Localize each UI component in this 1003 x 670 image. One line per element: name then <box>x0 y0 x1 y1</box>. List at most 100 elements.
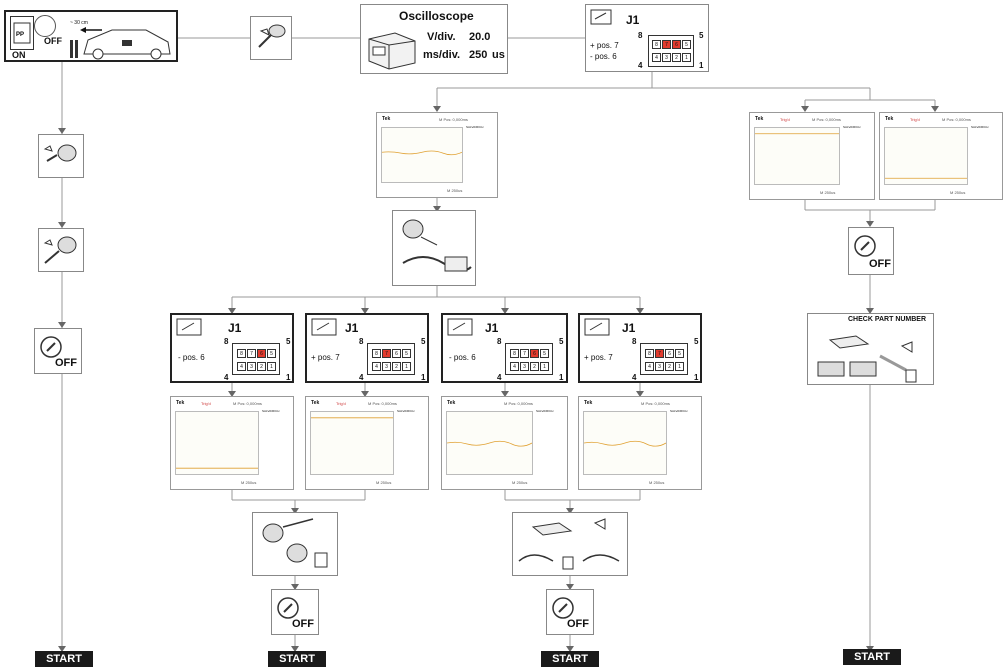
key-switch-icon: PP <box>10 16 34 50</box>
oscilloscope-settings-box: Oscilloscope V/div. 20.0 ms/div. 250 us <box>360 4 508 74</box>
off-label: OFF <box>292 618 314 630</box>
pin: 2 <box>530 362 539 371</box>
pin: 8 <box>237 349 246 358</box>
pin: 4 <box>510 362 519 371</box>
vdiv-value: 20.0 <box>469 31 491 43</box>
scope-menu: SALVA/RICH <box>397 409 415 413</box>
scope-grid <box>884 127 968 185</box>
scope-timebase: M 250us <box>376 480 392 485</box>
scope-grid <box>310 411 394 475</box>
connector-plug-icon <box>311 318 337 336</box>
scope-mpos: M Pos: 0,000ms <box>504 401 533 406</box>
svg-text:PP: PP <box>16 32 24 38</box>
scope-brand: Tek <box>176 400 185 406</box>
off-label: OFF <box>567 618 589 630</box>
pin: 4 <box>652 53 661 62</box>
probe-connector-icon <box>38 228 84 272</box>
corner-label-br: 1 <box>559 373 564 382</box>
scope-brand: Tek <box>584 400 593 406</box>
pin: 4 <box>237 362 246 371</box>
scope-mpos: M Pos: 0,000ms <box>942 117 971 122</box>
off-label: OFF <box>44 36 62 46</box>
ignition-off-box: OFF <box>271 589 319 635</box>
corner-label-bl: 4 <box>359 373 364 382</box>
pos-label: - pos. 6 <box>178 353 205 362</box>
pin: 6 <box>392 349 401 358</box>
pin-highlighted: 7 <box>662 40 671 49</box>
corner-label-tl: 8 <box>497 337 502 346</box>
scope-brand: Tek <box>885 116 894 122</box>
corner-label-tr: 5 <box>286 337 291 346</box>
scope-menu: SALVA/RICH <box>262 409 280 413</box>
start-label: START <box>541 651 599 667</box>
ignition-key-icon <box>40 336 62 358</box>
start-label: START <box>268 651 326 667</box>
scope-timebase: M 250us <box>447 188 463 193</box>
pin-highlighted: 6 <box>257 349 266 358</box>
pin: 1 <box>402 362 411 371</box>
pin: 1 <box>682 53 691 62</box>
scope-screen-high: Tek Trig'd M Pos: 0,000ms SALVA/RICH M 2… <box>305 396 429 490</box>
connector-plug-icon <box>176 318 202 336</box>
j1-panel-3: J1 - pos. 6 8 5 4 1 8 7 6 5 4 3 2 1 <box>441 313 568 383</box>
corner-label-tr: 5 <box>699 31 704 40</box>
scope-menu: SALVA/RICH <box>466 125 484 129</box>
corner-label-tl: 8 <box>359 337 364 346</box>
pin: 6 <box>665 349 674 358</box>
connector-face: 8 7 6 5 4 3 2 1 <box>367 343 415 375</box>
corner-label-br: 1 <box>286 373 291 382</box>
sensor-cable-illustration <box>392 210 476 286</box>
corner-label-bl: 4 <box>224 373 229 382</box>
connector-plug-icon <box>590 9 612 25</box>
vdiv-label: V/div. <box>427 31 456 43</box>
oscilloscope-title: Oscilloscope <box>399 9 474 23</box>
ignition-off-panel: PP ON OFF ~ 30 cm <box>4 10 178 62</box>
connector-face: 8 7 6 5 4 3 2 1 <box>640 343 688 375</box>
pin: 8 <box>372 349 381 358</box>
scope-trigger: Trig'd <box>201 401 211 406</box>
replace-cable-illustration <box>512 512 628 576</box>
scope-grid <box>583 411 667 475</box>
msdiv-unit: us <box>492 49 505 61</box>
off-label: OFF <box>869 258 891 270</box>
pin: 7 <box>247 349 256 358</box>
check-part-number-label: CHECK PART NUMBER <box>848 316 927 323</box>
pin: 2 <box>392 362 401 371</box>
scope-brand: Tek <box>382 116 391 122</box>
start-label: START <box>35 651 93 667</box>
scope-brand: Tek <box>755 116 764 122</box>
ignition-off-box: OFF <box>848 227 894 275</box>
check-part-number-box: CHECK PART NUMBER <box>807 313 934 385</box>
pin: 4 <box>645 362 654 371</box>
pin: 2 <box>665 362 674 371</box>
connector-plug-icon <box>584 318 610 336</box>
j1-panel-1: J1 - pos. 6 8 5 4 1 8 7 6 5 4 3 2 1 <box>170 313 294 383</box>
scope-mpos: M Pos: 0,000ms <box>439 117 468 122</box>
connector-plug-icon <box>447 318 473 336</box>
pos-plus-label: + pos. 7 <box>590 41 619 50</box>
pin: 5 <box>675 349 684 358</box>
j1-panel-4: J1 + pos. 7 8 5 4 1 8 7 6 5 4 3 2 1 <box>578 313 702 383</box>
msdiv-label: ms/div. <box>423 49 461 61</box>
j1-title: J1 <box>228 321 242 335</box>
connector-face: 8 7 6 5 4 3 2 1 <box>648 35 694 67</box>
ignition-key-icon <box>854 235 876 257</box>
ignition-key-icon <box>552 597 574 619</box>
pos-label: + pos. 7 <box>584 353 613 362</box>
pin: 8 <box>510 349 519 358</box>
scope-mpos: M Pos: 0,000ms <box>368 401 397 406</box>
corner-label-tl: 8 <box>638 31 643 40</box>
pin: 2 <box>257 362 266 371</box>
scope-trigger: Trig'd <box>780 117 790 122</box>
on-label: ON <box>12 50 26 60</box>
oscilloscope-device-icon <box>368 32 416 70</box>
corner-label-br: 1 <box>421 373 426 382</box>
corner-label-bl: 4 <box>632 373 637 382</box>
scope-mpos: M Pos: 0,000ms <box>233 401 262 406</box>
pin: 2 <box>672 53 681 62</box>
scope-timebase: M 250us <box>512 480 528 485</box>
scope-mpos: M Pos: 0,000ms <box>812 117 841 122</box>
pin: 1 <box>540 362 549 371</box>
scope-timebase: M 250us <box>950 190 966 195</box>
